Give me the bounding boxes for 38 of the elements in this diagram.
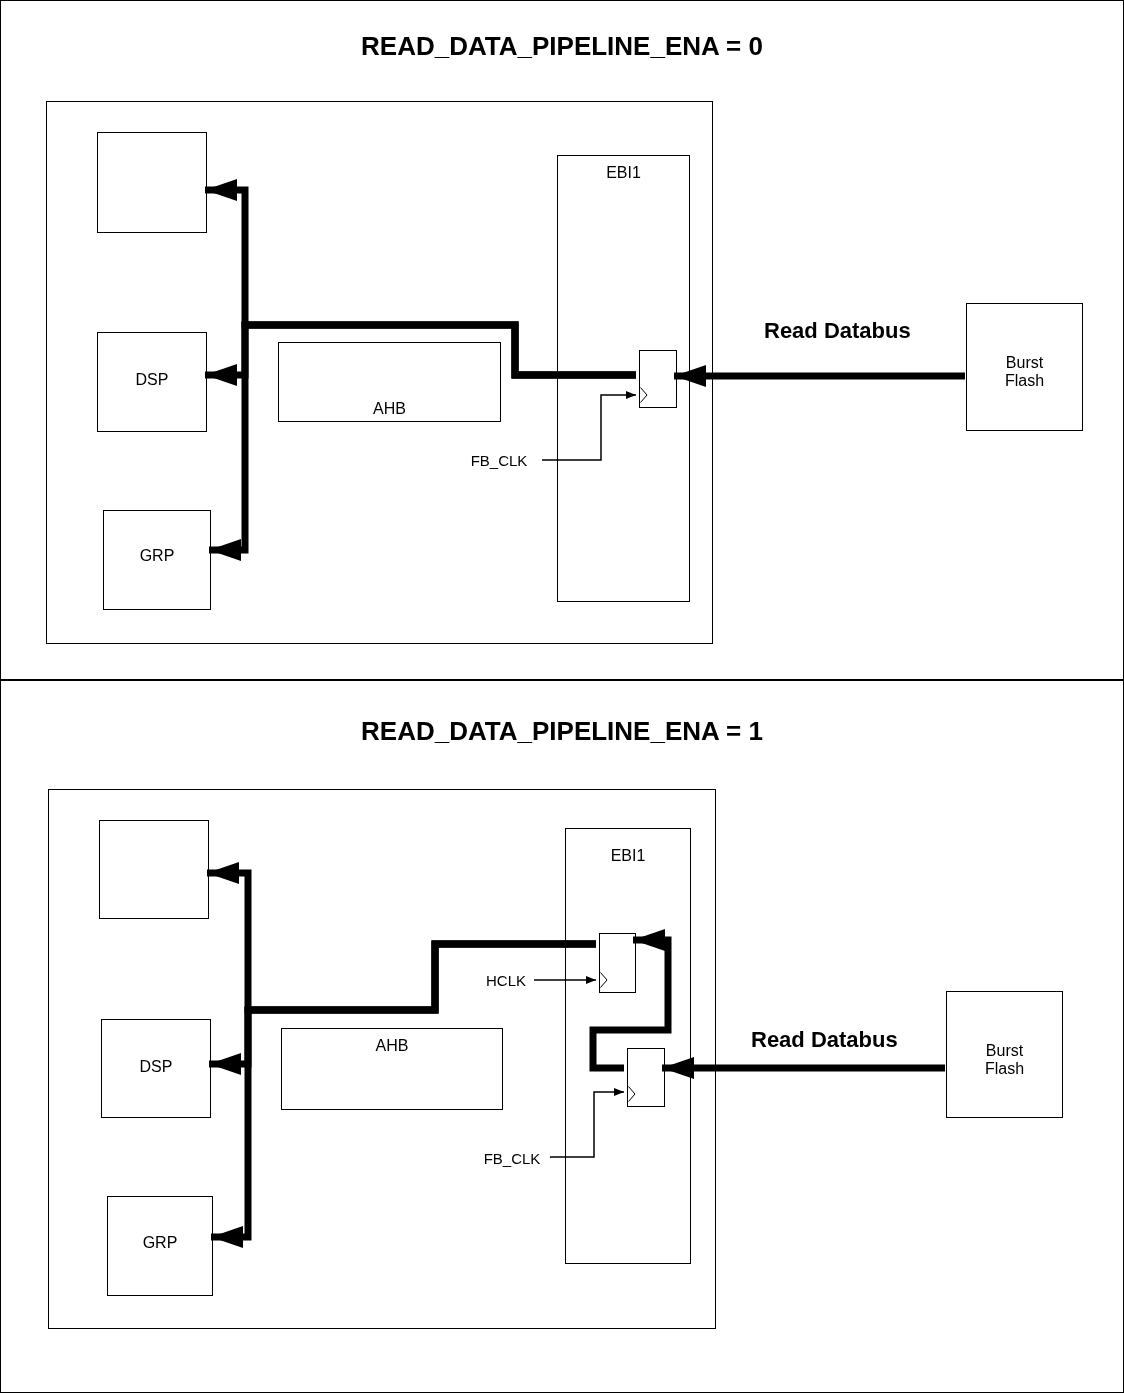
signal-arrow <box>541 391 637 461</box>
block-box <box>946 991 1063 1118</box>
block-box <box>966 303 1083 431</box>
block-label: Burst Flash <box>1003 354 1046 390</box>
block-box <box>99 820 209 919</box>
panel-title: READ_DATA_PIPELINE_ENA = 1 <box>360 716 764 747</box>
block-box <box>103 510 211 610</box>
block-box <box>48 789 716 1329</box>
block-label: EBI1 <box>605 164 642 182</box>
block-label: GRP <box>141 1234 179 1252</box>
panel-title: READ_DATA_PIPELINE_ENA = 0 <box>360 31 764 62</box>
block-box <box>281 1028 503 1110</box>
block-label: GRP <box>138 547 176 565</box>
block-box <box>101 1019 211 1118</box>
block-label: DSP <box>138 1058 174 1076</box>
block-box <box>565 828 691 1264</box>
block-box <box>557 155 690 602</box>
flip-flop-box <box>627 1048 665 1107</box>
block-label: EBI1 <box>609 847 647 865</box>
block-label: DSP <box>134 371 170 389</box>
block-box <box>278 342 501 422</box>
block-label: Burst Flash <box>983 1042 1026 1078</box>
block-box <box>107 1196 213 1296</box>
block-label: AHB <box>374 1037 410 1055</box>
signal-arrow <box>549 1088 625 1158</box>
signal-label: HCLK <box>476 972 536 992</box>
block-label: AHB <box>372 400 407 418</box>
panel-frame <box>0 680 1124 1393</box>
flip-flop-box <box>639 350 677 408</box>
block-box <box>46 101 713 644</box>
flip-flop-box <box>599 933 636 993</box>
signal-label: FB_CLK <box>472 1150 552 1170</box>
signal-arrow <box>533 976 597 984</box>
panel-frame <box>0 0 1124 680</box>
signal-label: FB_CLK <box>454 452 544 472</box>
block-box <box>97 332 207 432</box>
block-box <box>97 132 207 233</box>
bus-arrow <box>589 929 672 1072</box>
